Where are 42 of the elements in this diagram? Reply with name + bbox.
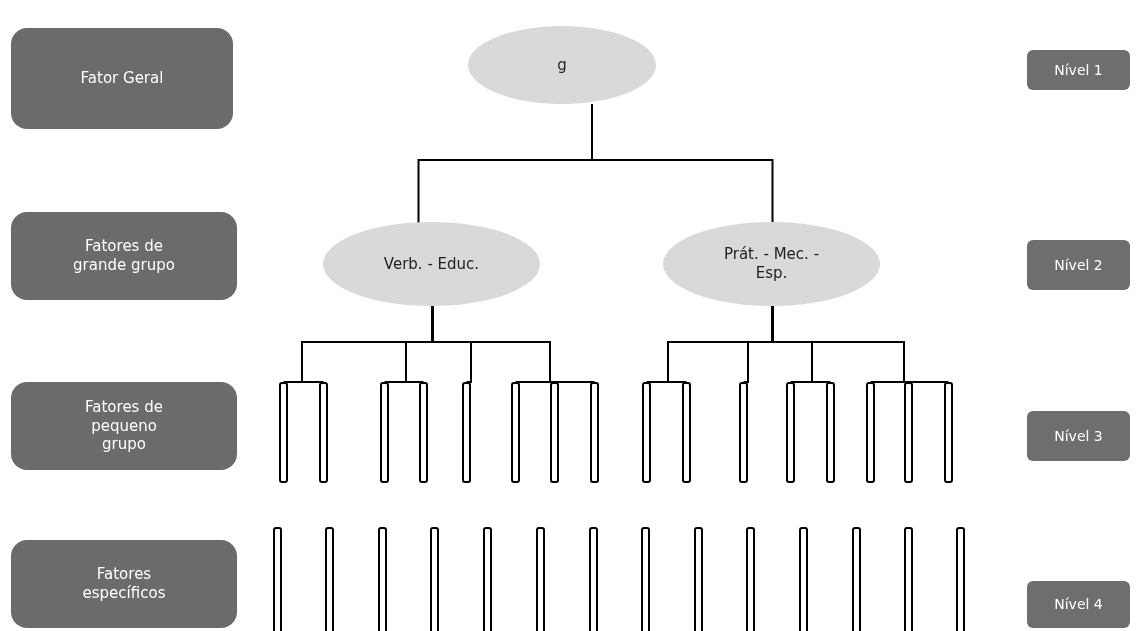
factor-bar bbox=[852, 527, 861, 631]
factor-bar bbox=[799, 527, 808, 631]
level-label-box: Fatores de grande grupo bbox=[11, 212, 237, 300]
connector-line bbox=[591, 103, 774, 224]
factor-bar bbox=[378, 527, 387, 631]
factor-bar bbox=[904, 382, 913, 483]
factor-bar bbox=[786, 382, 795, 483]
factor-bar bbox=[511, 382, 520, 483]
level-tag: Nível 1 bbox=[1027, 50, 1130, 90]
factor-ellipse: g bbox=[468, 26, 656, 104]
factor-bar bbox=[944, 382, 953, 483]
level-tag: Nível 2 bbox=[1027, 240, 1130, 290]
factor-bar bbox=[866, 382, 875, 483]
level-label-box: Fator Geral bbox=[11, 28, 233, 129]
factor-bar bbox=[826, 382, 835, 483]
level-label-box: Fatores de pequeno grupo bbox=[11, 382, 237, 470]
factor-bar bbox=[325, 527, 334, 631]
factor-bar bbox=[642, 382, 651, 483]
factor-bar bbox=[483, 527, 492, 631]
factor-bar bbox=[279, 382, 288, 483]
factor-bar bbox=[590, 382, 599, 483]
factor-bar bbox=[419, 382, 428, 483]
factor-bar bbox=[694, 527, 703, 631]
factor-bar bbox=[739, 382, 748, 483]
factor-bar bbox=[380, 382, 389, 483]
factor-bar bbox=[430, 527, 439, 631]
factor-bar bbox=[273, 527, 282, 631]
factor-bar bbox=[550, 382, 559, 483]
factor-bar bbox=[536, 527, 545, 631]
factor-ellipse: Verb. - Educ. bbox=[323, 222, 540, 306]
factor-bar bbox=[956, 527, 965, 631]
factor-bar bbox=[682, 382, 691, 483]
factor-ellipse: Prát. - Mec. - Esp. bbox=[663, 222, 880, 306]
factor-bar bbox=[641, 527, 650, 631]
level-tag: Nível 3 bbox=[1027, 411, 1130, 461]
level-label-box: Fatores específicos bbox=[11, 540, 237, 628]
factor-bar bbox=[589, 527, 598, 631]
level-tag: Nível 4 bbox=[1027, 581, 1130, 628]
factor-bar bbox=[462, 382, 471, 483]
factor-bar bbox=[746, 527, 755, 631]
factor-bar bbox=[904, 527, 913, 631]
factor-bar bbox=[319, 382, 328, 483]
